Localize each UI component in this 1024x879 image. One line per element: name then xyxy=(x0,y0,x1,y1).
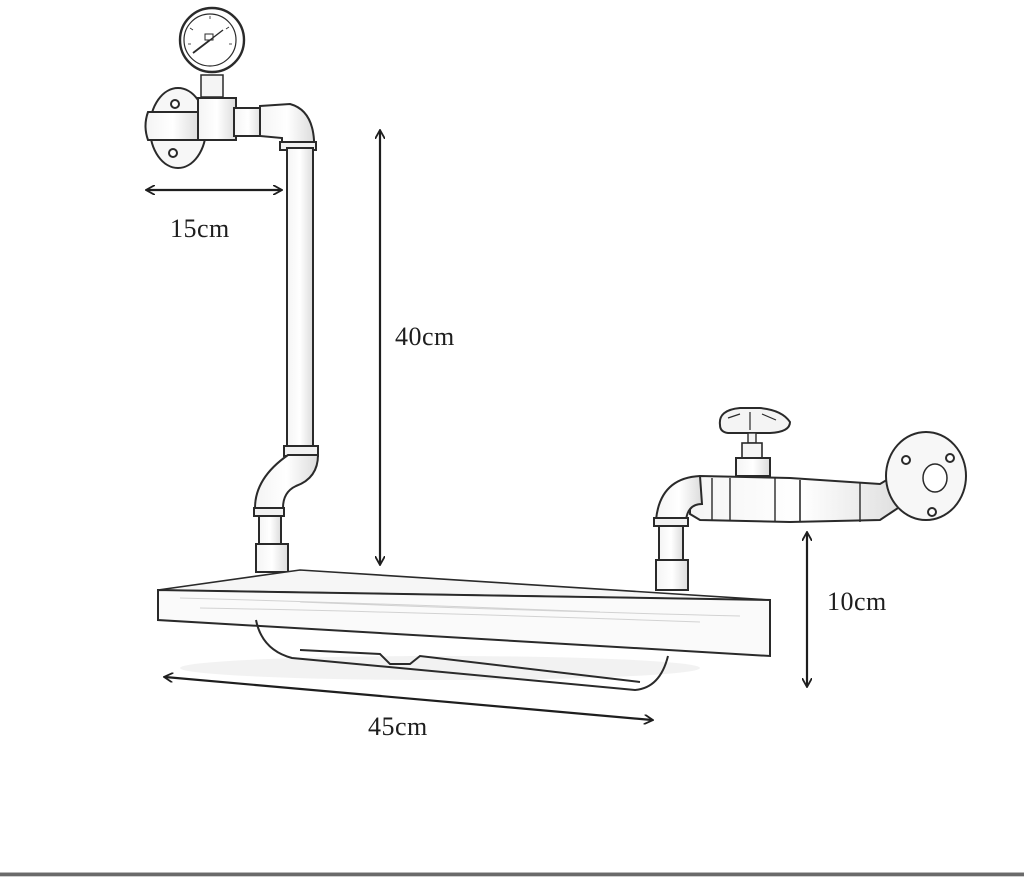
right-pipe-assembly xyxy=(653,407,967,591)
pressure-gauge-icon xyxy=(178,6,246,98)
right-arm-height-label: 10cm xyxy=(827,587,887,616)
shelf-width-label: 45cm xyxy=(368,712,428,741)
valve-handwheel-icon xyxy=(718,407,792,477)
left-pipe-assembly xyxy=(144,6,320,573)
vertical-pipe-height-label: 40cm xyxy=(395,322,455,351)
wall-offset-label: 15cm xyxy=(170,214,230,243)
shelf-width-arrow xyxy=(165,677,652,720)
dimension-arrows xyxy=(147,131,807,720)
wooden-shelf xyxy=(157,569,771,692)
right-wall-flange-icon xyxy=(885,431,967,521)
bottom-divider xyxy=(0,872,1024,877)
